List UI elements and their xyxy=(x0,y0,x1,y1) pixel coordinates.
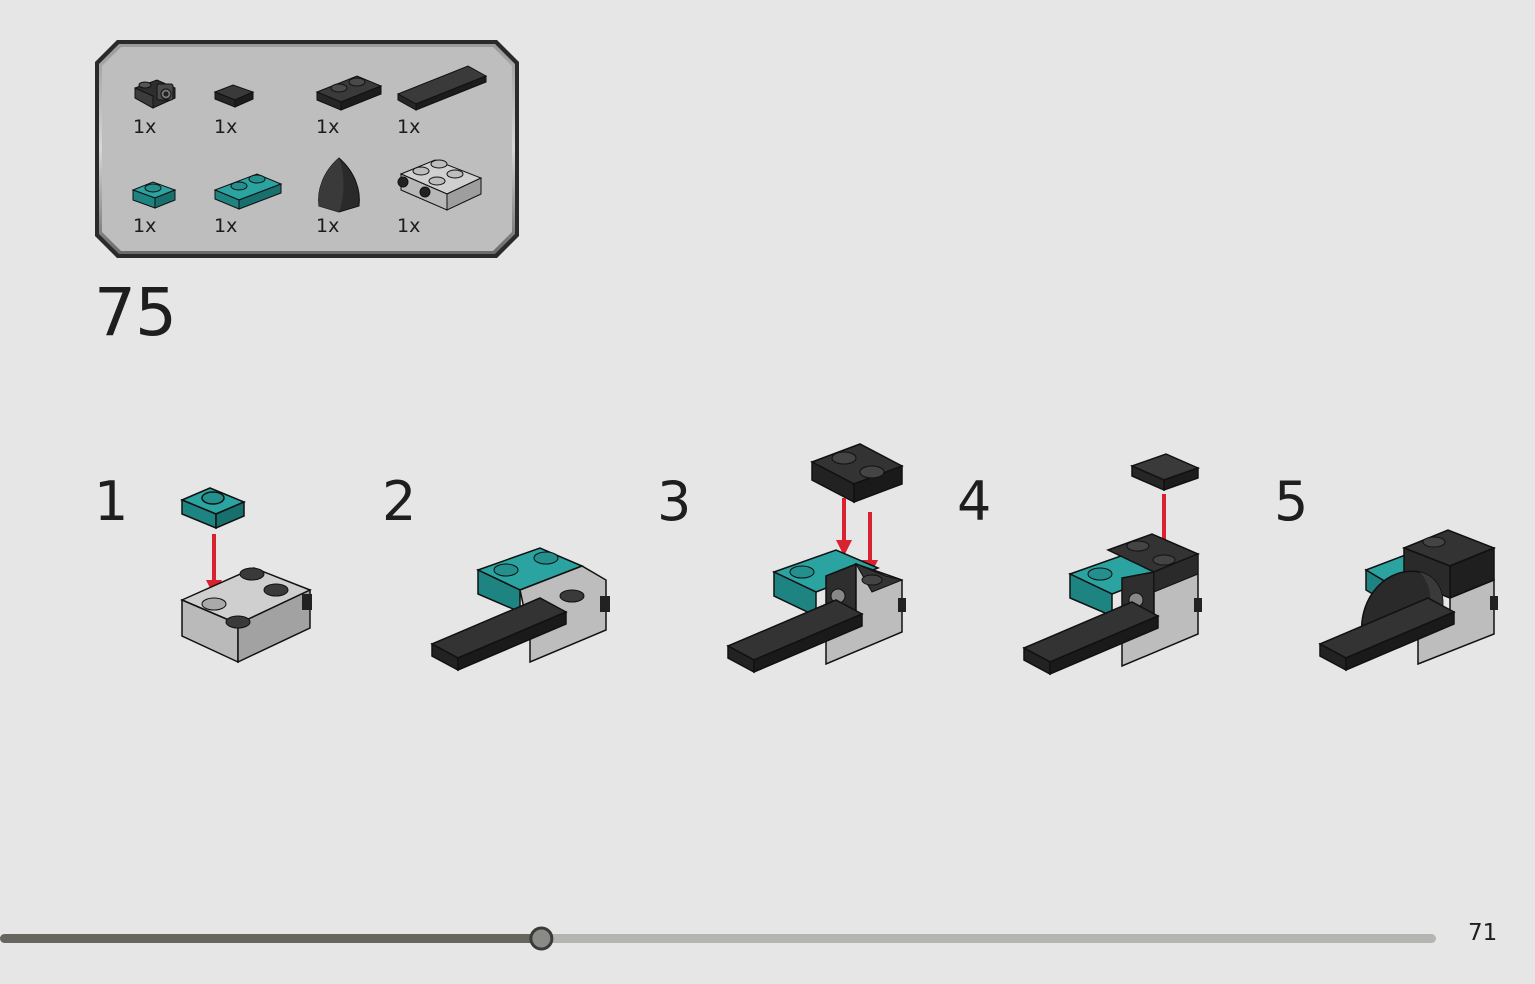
plate-1x2-teal-icon xyxy=(213,173,283,210)
part-qty: 1x xyxy=(316,215,340,237)
substep-number: 5 xyxy=(1274,470,1309,533)
page-number: 71 xyxy=(1468,920,1498,946)
nose-cone-icon xyxy=(318,157,360,213)
build-illustration-step-3 xyxy=(726,443,906,674)
plate-1x1-teal-icon xyxy=(131,181,177,209)
plate-2x2-side-studs-icon xyxy=(397,159,483,211)
tile-1x4-icon xyxy=(396,65,488,111)
bracket-plate-icon xyxy=(134,79,176,109)
build-illustration-step-4 xyxy=(1022,453,1202,676)
substep-number: 3 xyxy=(657,470,692,533)
build-illustration-step-2 xyxy=(430,547,610,672)
part-qty: 1x xyxy=(214,215,238,237)
part-qty: 1x xyxy=(316,116,340,138)
progress-knob xyxy=(529,926,554,951)
step-number: 75 xyxy=(94,274,177,351)
progress-bar xyxy=(0,926,1436,951)
part-qty: 1x xyxy=(214,116,238,138)
part-qty: 1x xyxy=(397,215,421,237)
substep-number: 4 xyxy=(957,470,992,533)
plate-1x2-icon xyxy=(315,75,383,111)
part-qty: 1x xyxy=(133,116,157,138)
part-qty: 1x xyxy=(133,215,157,237)
build-illustration-step-1 xyxy=(180,487,312,664)
tile-1x1-icon xyxy=(213,84,255,108)
part-qty: 1x xyxy=(397,116,421,138)
build-illustration-step-5 xyxy=(1318,529,1498,672)
substep-number: 1 xyxy=(94,470,129,533)
progress-fill xyxy=(0,934,542,943)
parts-list-box: 1x 1x 1x 1x 1x 1x xyxy=(93,38,521,260)
substep-number: 2 xyxy=(382,470,417,533)
